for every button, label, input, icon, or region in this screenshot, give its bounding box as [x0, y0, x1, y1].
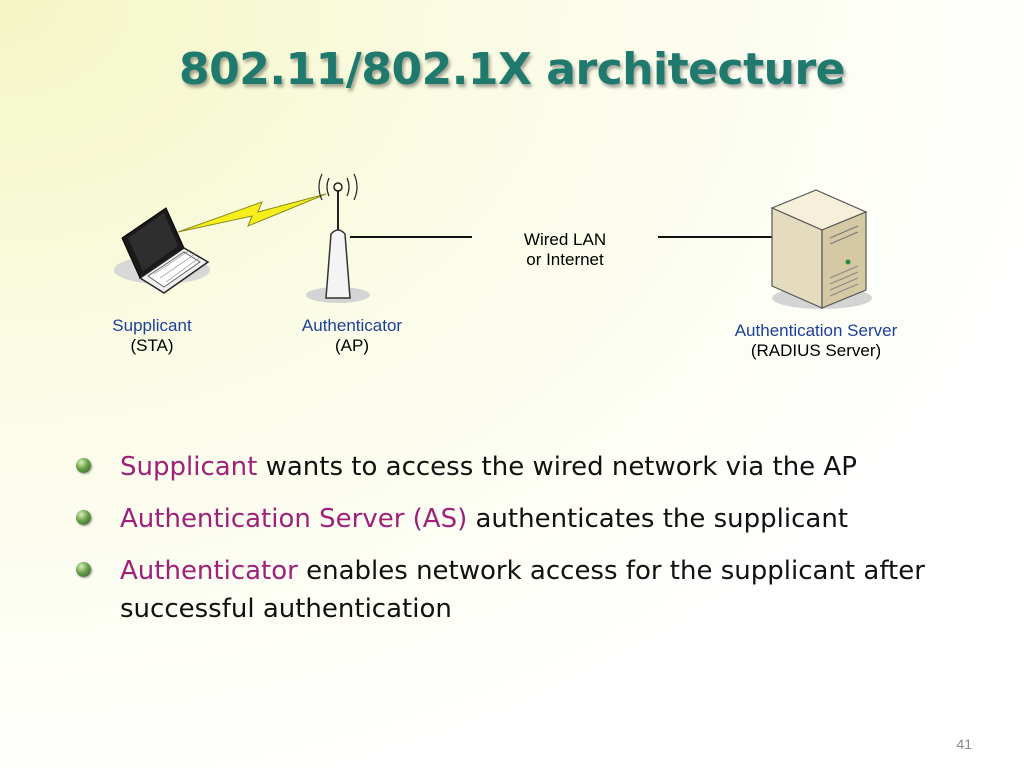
diagram-graphics [114, 173, 872, 309]
server-label: Authentication Server (RADIUS Server) [734, 321, 898, 360]
supplicant-label: Supplicant (STA) [112, 316, 192, 355]
authenticator-label: Authenticator (AP) [301, 316, 403, 355]
access-point-icon [306, 173, 370, 303]
architecture-diagram: Wired LAN or Internet Supplicant (STA) A… [0, 150, 1024, 410]
bullet-icon [76, 562, 91, 577]
laptop-icon [114, 207, 210, 294]
slide-title: 802.11/802.1X architecture [178, 44, 846, 95]
bullet-list: Supplicant wants to access the wired net… [74, 448, 994, 642]
bullet-item: Authentication Server (AS) authenticates… [74, 500, 994, 538]
bullet-item: Authenticator enables network access for… [74, 552, 994, 628]
wireless-link-icon [177, 193, 327, 233]
server-icon [770, 189, 872, 309]
bullet-icon [76, 510, 91, 525]
bullet-icon [76, 458, 91, 473]
page-number: 41 [956, 736, 972, 752]
wired-lan-label: Wired LAN or Internet [523, 230, 607, 269]
bullet-item: Supplicant wants to access the wired net… [74, 448, 994, 486]
